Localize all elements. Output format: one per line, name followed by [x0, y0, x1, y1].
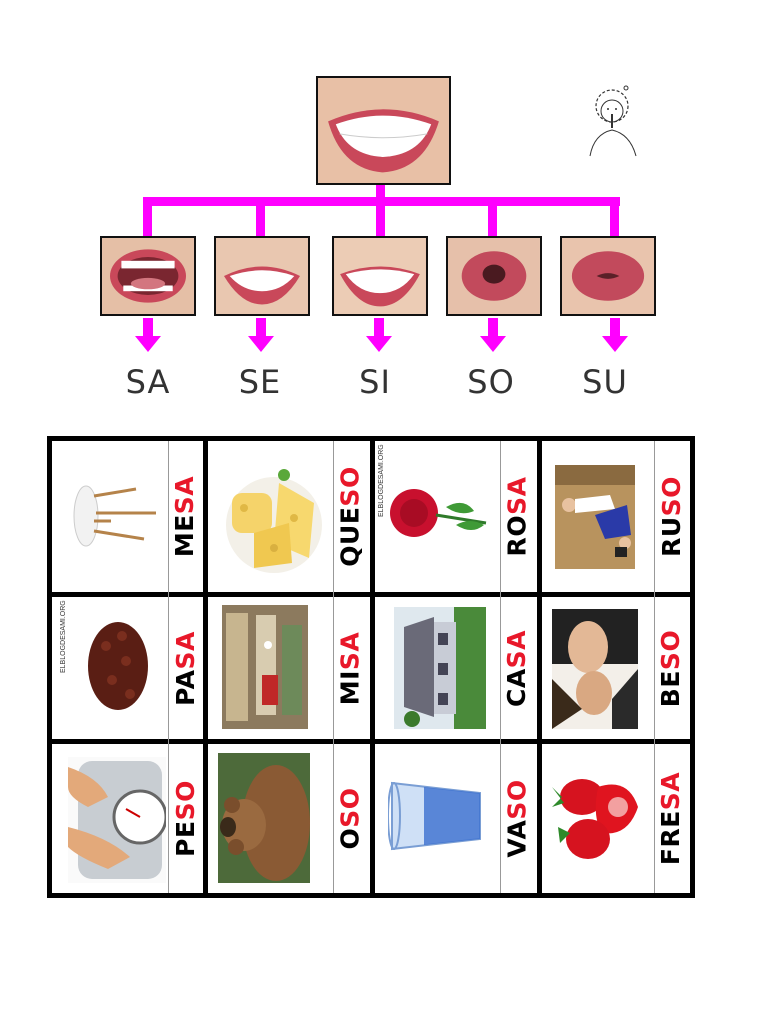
- card-word-ruso: RUSO: [656, 476, 686, 557]
- syllable-su: SU: [582, 363, 628, 401]
- connector-drop-5: [610, 197, 619, 237]
- connector-drop-2: [256, 197, 265, 237]
- wide-smile-icon: [216, 238, 308, 314]
- connector-drop-1: [143, 197, 152, 237]
- glass-icon: [387, 779, 484, 853]
- arrow-down-icon: [366, 336, 392, 352]
- connector-drop-3: [376, 197, 385, 237]
- strawberry-icon: [548, 767, 648, 867]
- grid-hline: [52, 592, 690, 597]
- connector-drop-4: [488, 197, 497, 237]
- child-silence-icon: [584, 84, 642, 159]
- arrow-down-icon: [135, 336, 161, 352]
- bear-icon: [218, 753, 310, 883]
- card-word-fresa: FRESA: [656, 771, 686, 866]
- word-card-grid: MESA QUESO ELBLOGDESAMI.ORG ROSA RUSO EL…: [47, 436, 695, 898]
- smile-mouth-icon: [318, 78, 449, 183]
- card-word-pasa: PASA: [170, 630, 200, 706]
- syllable-si: SI: [359, 363, 391, 401]
- card-word-queso: QUESO: [335, 466, 365, 567]
- smile-mouth-photo: [316, 76, 451, 185]
- arrow-stem-3: [374, 318, 384, 336]
- watermark: ELBLOGDESAMI.ORG: [378, 444, 385, 517]
- card-separator: [500, 441, 501, 893]
- church-icon: [222, 605, 308, 729]
- syllable-sa: SA: [125, 363, 171, 401]
- syllable-se: SE: [238, 363, 282, 401]
- card-separator: [333, 441, 334, 893]
- card-word-misa: MISA: [335, 631, 365, 705]
- dancers-icon: [555, 465, 635, 569]
- arrow-stem-2: [256, 318, 266, 336]
- kiss-icon: [552, 609, 638, 729]
- grid-vline: [203, 441, 208, 893]
- arrow-down-icon: [480, 336, 506, 352]
- connector-vertical-top: [376, 185, 385, 205]
- table-icon: [66, 471, 162, 561]
- watermark: ELBLOGDESAMI.ORG: [60, 600, 67, 673]
- arrow-stem-1: [143, 318, 153, 336]
- card-word-casa: CASA: [502, 629, 532, 707]
- house-icon: [394, 607, 486, 729]
- arrow-down-icon: [248, 336, 274, 352]
- mouth-si-photo: [332, 236, 428, 316]
- rose-icon: [386, 485, 490, 545]
- card-word-oso: OSO: [335, 787, 365, 850]
- pursed-lips-icon: [562, 238, 654, 314]
- card-word-vaso: VASO: [502, 779, 532, 858]
- mouth-sa-photo: [100, 236, 196, 316]
- cheese-icon: [224, 463, 324, 575]
- round-lips-icon: [448, 238, 540, 314]
- mouth-so-photo: [446, 236, 542, 316]
- open-mouth-icon: [102, 238, 194, 314]
- mouth-se-photo: [214, 236, 310, 316]
- mouth-su-photo: [560, 236, 656, 316]
- card-word-mesa: MESA: [170, 475, 200, 558]
- syllable-so: SO: [467, 363, 515, 401]
- card-word-peso: PESO: [170, 780, 200, 857]
- smile-teeth-icon: [334, 238, 426, 314]
- arrow-stem-4: [488, 318, 498, 336]
- card-word-beso: BESO: [656, 629, 686, 707]
- card-separator: [654, 441, 655, 893]
- grid-vline: [537, 441, 542, 893]
- card-word-rosa: ROSA: [502, 476, 532, 557]
- grid-vline: [370, 441, 375, 893]
- grid-hline: [52, 739, 690, 744]
- raisins-icon: [76, 616, 160, 716]
- arrow-down-icon: [602, 336, 628, 352]
- card-separator: [168, 441, 169, 893]
- scale-icon: [68, 757, 168, 883]
- arrow-stem-5: [610, 318, 620, 336]
